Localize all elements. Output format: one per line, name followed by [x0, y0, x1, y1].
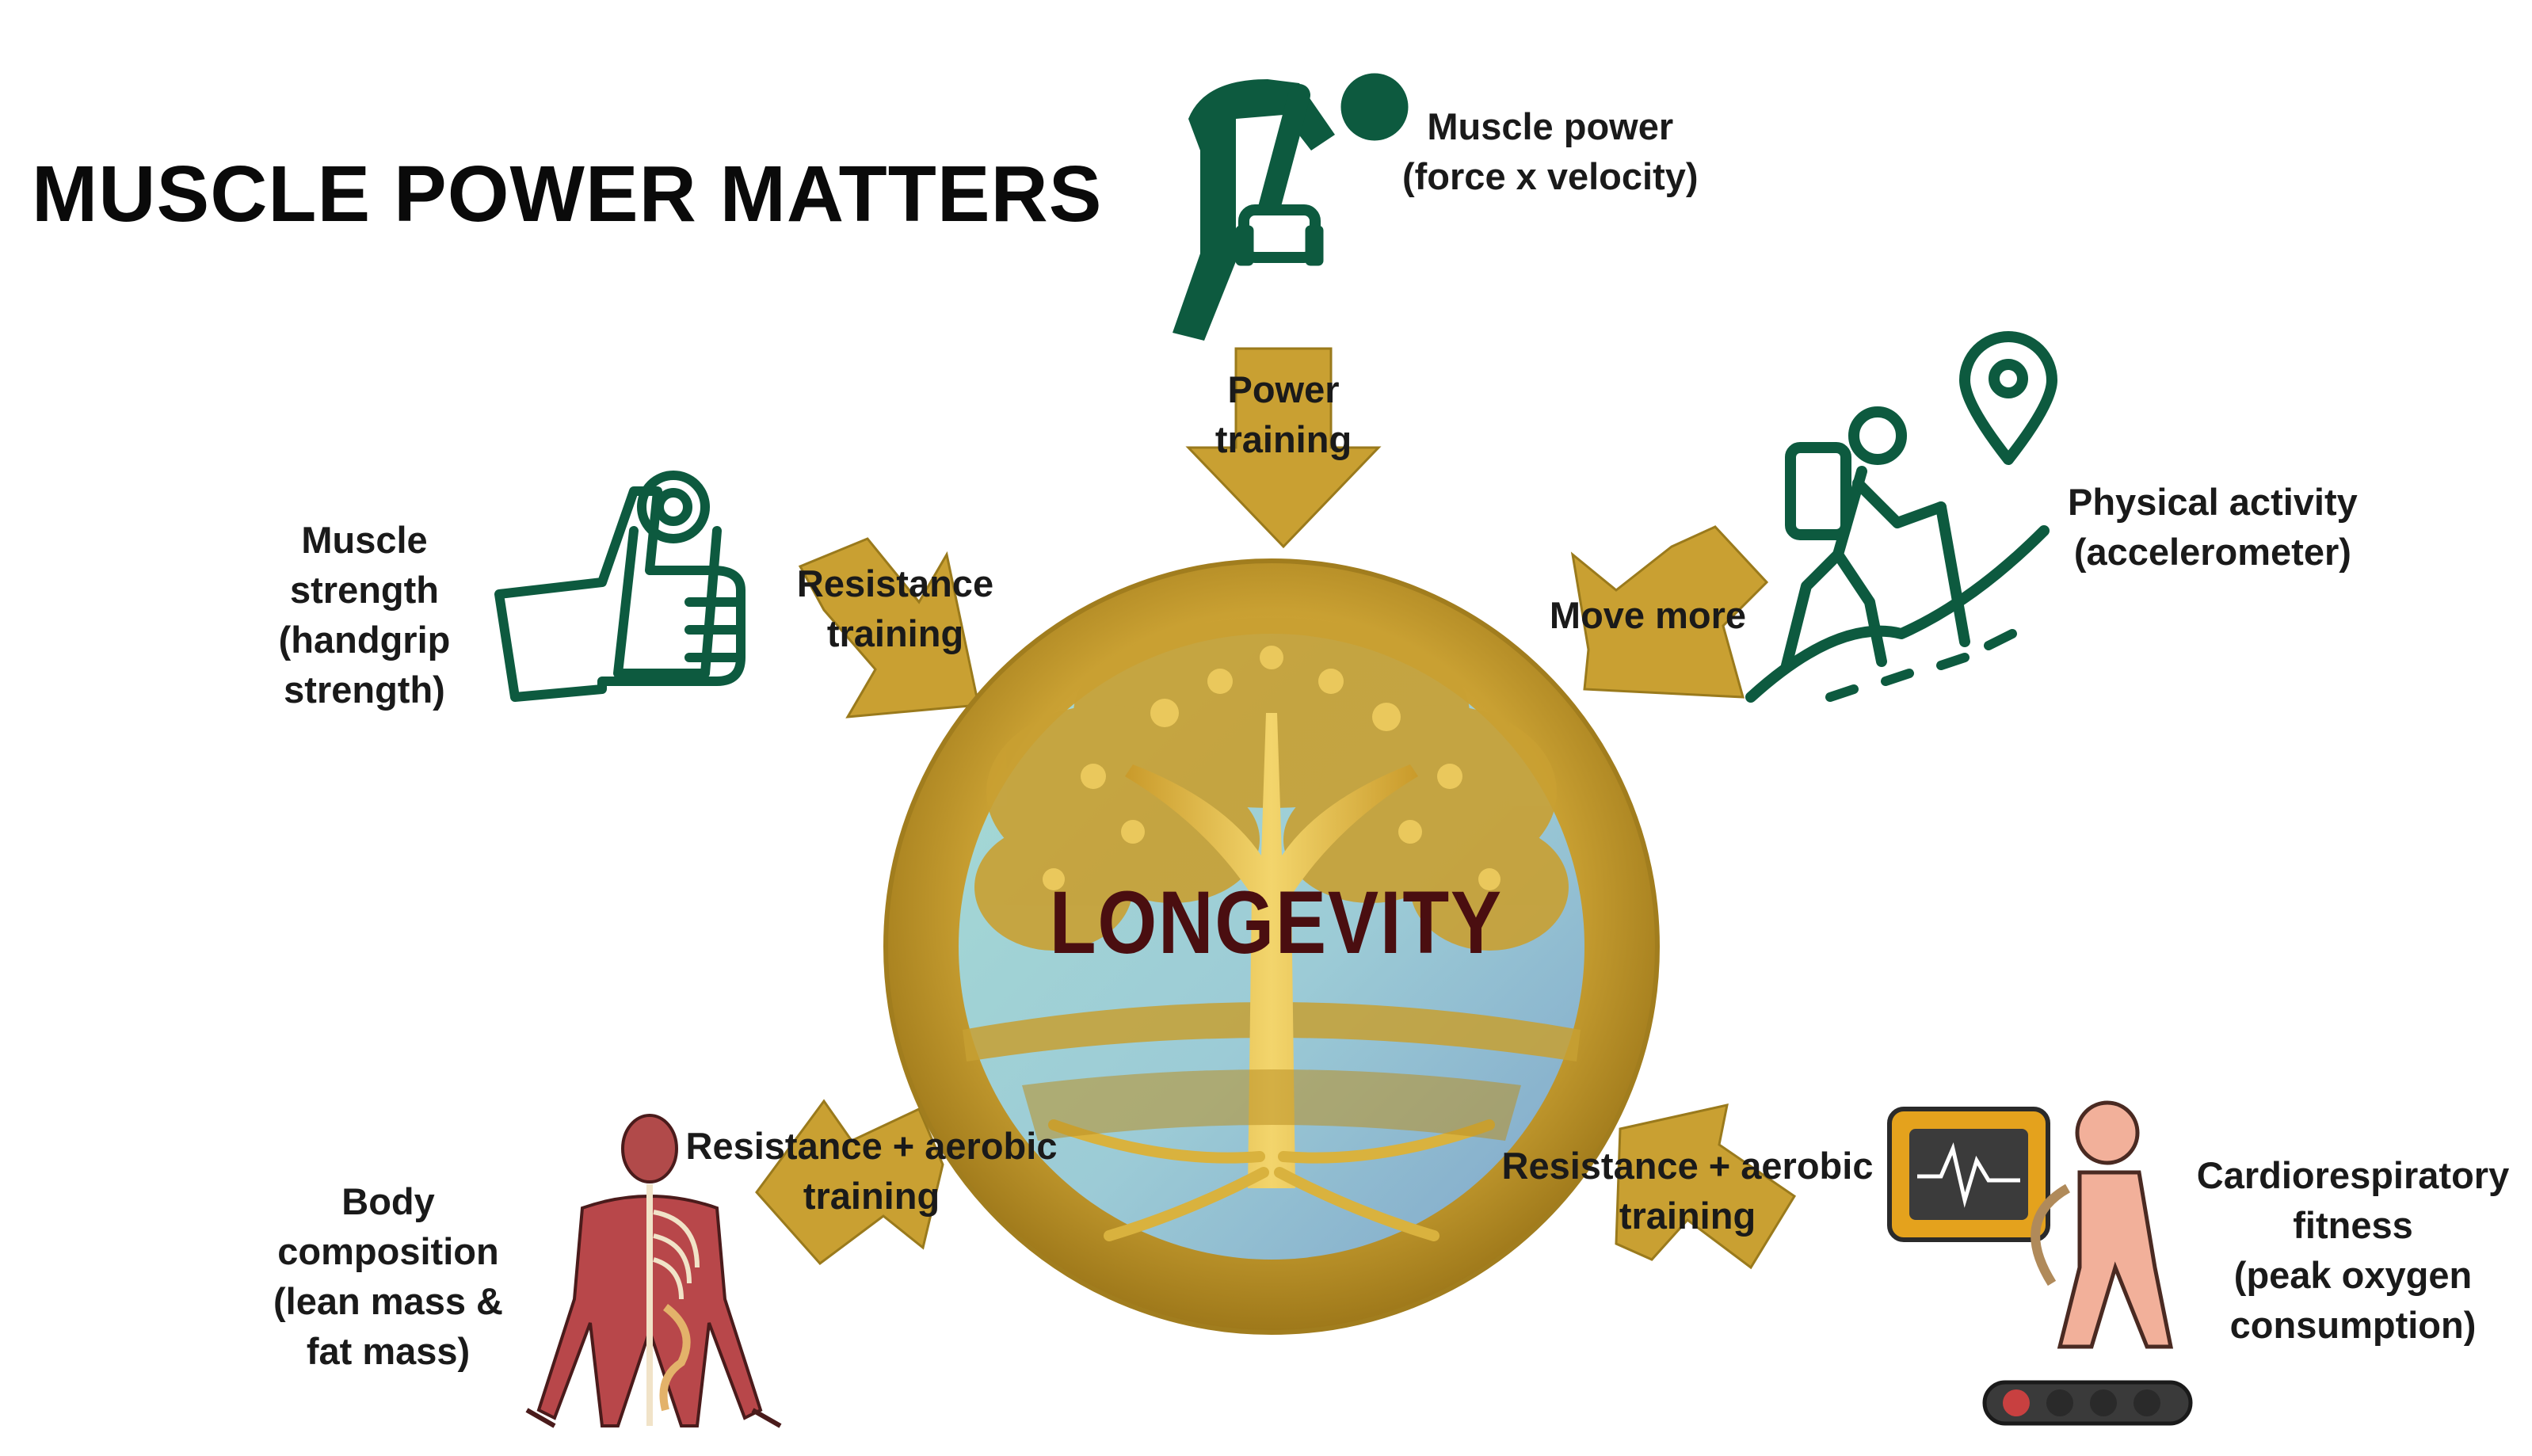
- lifting-dumbbell-icon: [1173, 73, 1409, 341]
- label-resistance-training: Resistance training: [796, 562, 994, 654]
- node-physical-activity: Physical activity (accelerometer): [2068, 481, 2358, 573]
- arrow-resistance-aerobic-left: [755, 1099, 944, 1266]
- anatomy-body-icon: [525, 1114, 782, 1428]
- node-muscle-strength: Muscle strength (handgrip strength): [278, 519, 451, 711]
- node-muscle-power: Muscle power (force x velocity): [1402, 105, 1699, 197]
- location-pin-icon: [1959, 331, 2057, 465]
- tree-of-life-icon: [883, 558, 1660, 1335]
- handgrip-hand-icon: [494, 471, 745, 702]
- center-label: LONGEVITY: [1049, 873, 1503, 972]
- label-power-training: Power training: [1215, 368, 1352, 460]
- label-move-more: Move more: [1549, 594, 1747, 636]
- label-resistance-aerobic-right: Resistance + aerobic training: [1501, 1145, 1874, 1237]
- arrow-resistance-aerobic-right: [1615, 1103, 1797, 1270]
- hiker-icon: [1745, 406, 2050, 703]
- arrow-move-more: [1570, 525, 1769, 699]
- node-cardiorespiratory-fitness: Cardiorespiratory fitness (peak oxygen c…: [2196, 1154, 2510, 1346]
- node-body-composition: Body composition (lean mass & fat mass): [273, 1180, 503, 1372]
- label-resistance-aerobic-left: Resistance + aerobic training: [685, 1125, 1058, 1217]
- arrow-power-training: [1185, 347, 1382, 549]
- page-title: MUSCLE POWER MATTERS: [32, 150, 1103, 238]
- treadmill-monitor-icon: [1887, 1100, 2193, 1426]
